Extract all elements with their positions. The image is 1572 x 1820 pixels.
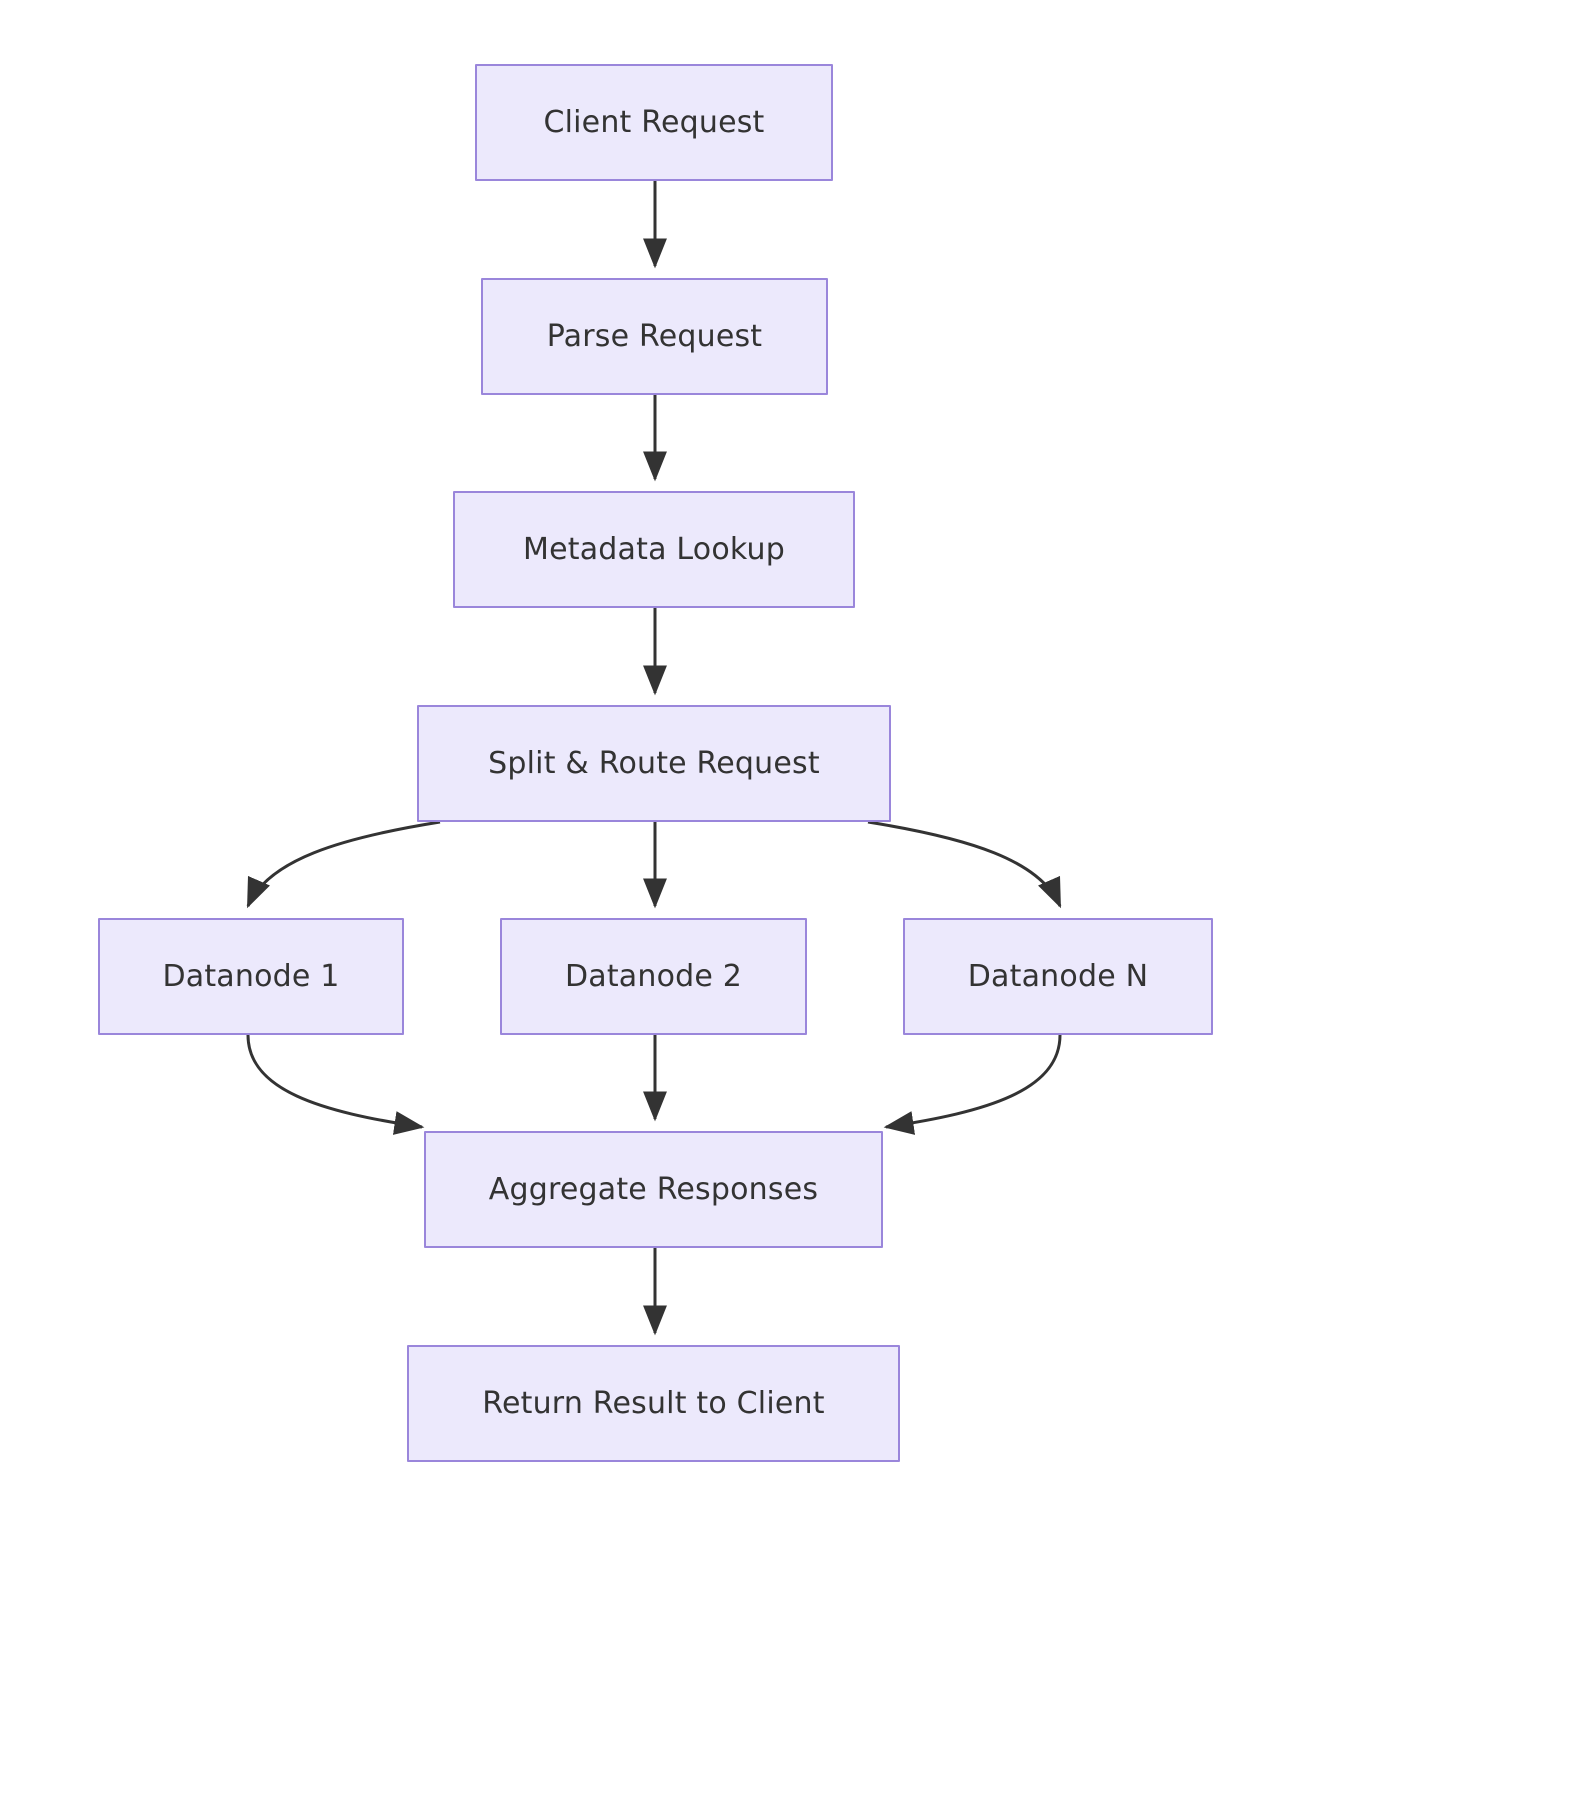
flow-node-label: Return Result to Client: [482, 1386, 825, 1421]
flow-node-label: Parse Request: [546, 319, 763, 354]
flow-node-parse-request[interactable]: Parse Request: [481, 278, 828, 395]
flow-node-label: Datanode N: [967, 959, 1149, 994]
flow-node-metadata-lookup[interactable]: Metadata Lookup: [453, 491, 855, 608]
flow-node-label: Aggregate Responses: [488, 1172, 819, 1207]
flow-node-datanode-2[interactable]: Datanode 2: [500, 918, 807, 1035]
flow-node-label: Client Request: [543, 105, 765, 140]
flow-edge-datanode-1-to-aggregate: [246, 1034, 425, 1135]
flow-node-split-route[interactable]: Split & Route Request: [417, 705, 891, 822]
flow-node-aggregate[interactable]: Aggregate Responses: [424, 1131, 883, 1248]
flow-node-datanode-n[interactable]: Datanode N: [903, 918, 1213, 1035]
flow-edge-split-route-to-datanode-n: [867, 820, 1062, 909]
flow-node-label: Split & Route Request: [488, 746, 820, 781]
flow-edge-datanode-n-to-aggregate: [883, 1034, 1062, 1135]
flow-node-datanode-1[interactable]: Datanode 1: [98, 918, 404, 1035]
flow-node-label: Metadata Lookup: [523, 532, 785, 567]
flow-node-label: Datanode 1: [162, 959, 340, 994]
flow-node-client-request[interactable]: Client Request: [475, 64, 833, 181]
flow-edge-split-route-to-datanode-1: [246, 820, 441, 909]
flow-node-label: Datanode 2: [564, 959, 743, 994]
flow-node-return-result[interactable]: Return Result to Client: [407, 1345, 900, 1462]
